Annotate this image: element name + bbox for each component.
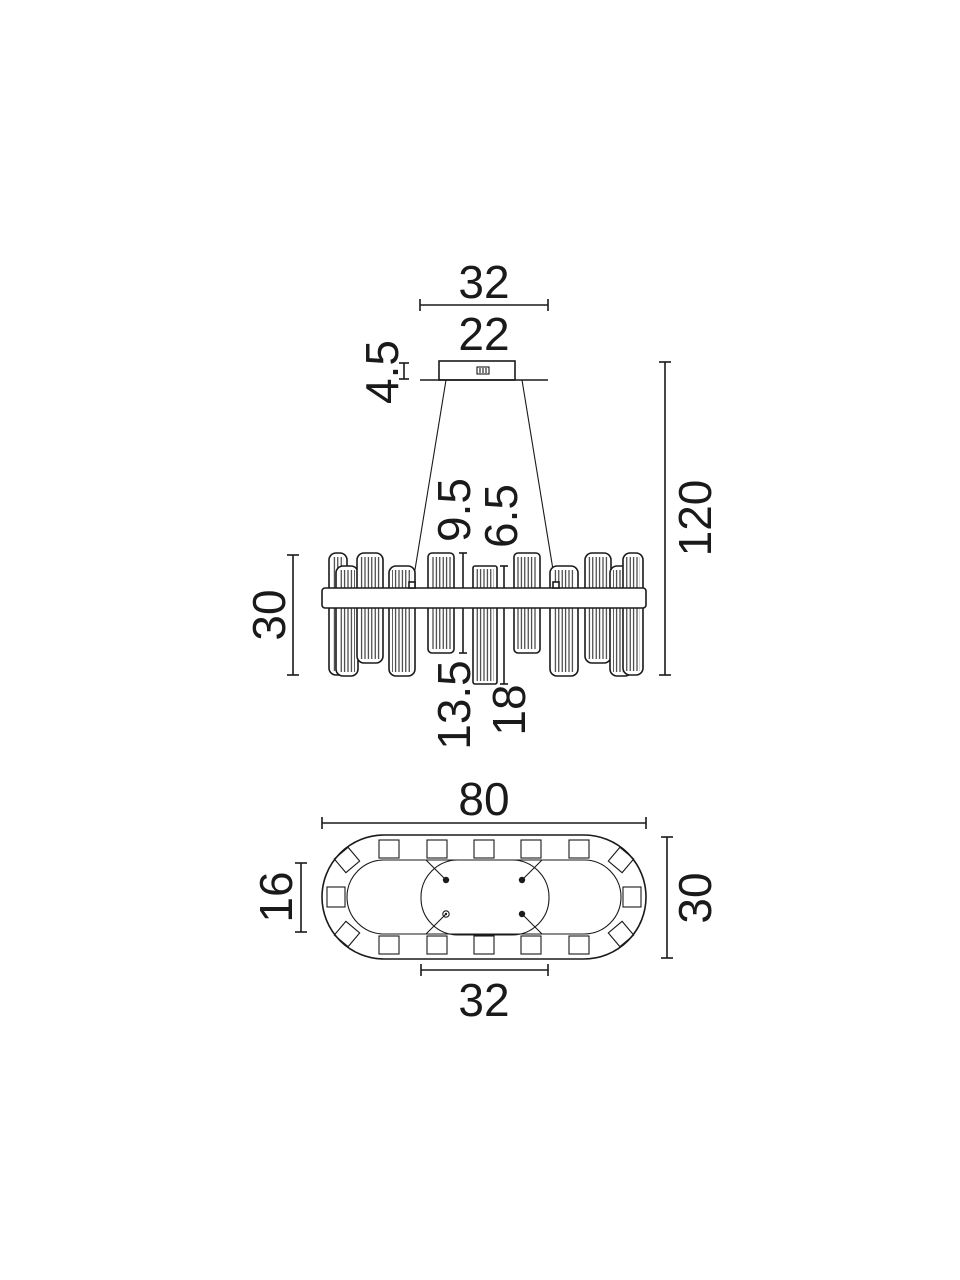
glass-shades (328, 552, 644, 685)
upper-short-label: 9.5 (428, 478, 480, 542)
upper-shade-dimensions: 9.5 6.5 (428, 478, 527, 588)
lower-long-label: 18 (483, 684, 535, 735)
body-height-dimension: 30 (243, 554, 299, 676)
canopy-base-width-label: 22 (458, 308, 509, 360)
canopy-plate (420, 859, 550, 936)
canopy-height-dimension: 4.5 (356, 340, 409, 404)
lower-shade-dimensions: 13.5 18 (428, 608, 535, 750)
width-dimension: 30 (661, 836, 721, 959)
top-view: 80 (250, 773, 721, 1026)
lower-short-label: 13.5 (428, 660, 480, 750)
inner-length-dimension: 32 (420, 964, 549, 1026)
inner-width-label: 16 (250, 871, 302, 922)
canopy-width-label: 32 (458, 256, 509, 308)
shades-top-view (326, 839, 642, 955)
inner-length-label: 32 (458, 974, 509, 1026)
width-label: 30 (669, 872, 721, 923)
suspension-cable-right (521, 379, 557, 589)
suspension-cable-left (411, 379, 447, 589)
canopy-height-label: 4.5 (356, 340, 408, 404)
cable-clip-left (408, 581, 416, 589)
length-label: 80 (458, 773, 509, 825)
total-height-label: 120 (669, 480, 721, 557)
total-height-dimension: 120 (659, 361, 721, 676)
outer-ring (321, 834, 647, 960)
side-view: 32 22 4.5 (243, 256, 721, 750)
inner-width-dimension: 16 (250, 862, 307, 933)
body-height-label: 30 (243, 589, 295, 640)
ceiling-canopy (420, 360, 548, 381)
cable-clip-right (552, 581, 560, 589)
frame-ring (321, 587, 647, 609)
upper-long-label: 6.5 (475, 484, 527, 548)
canopy-width-dimension: 32 (419, 256, 549, 311)
length-dimension: 80 (321, 773, 647, 829)
